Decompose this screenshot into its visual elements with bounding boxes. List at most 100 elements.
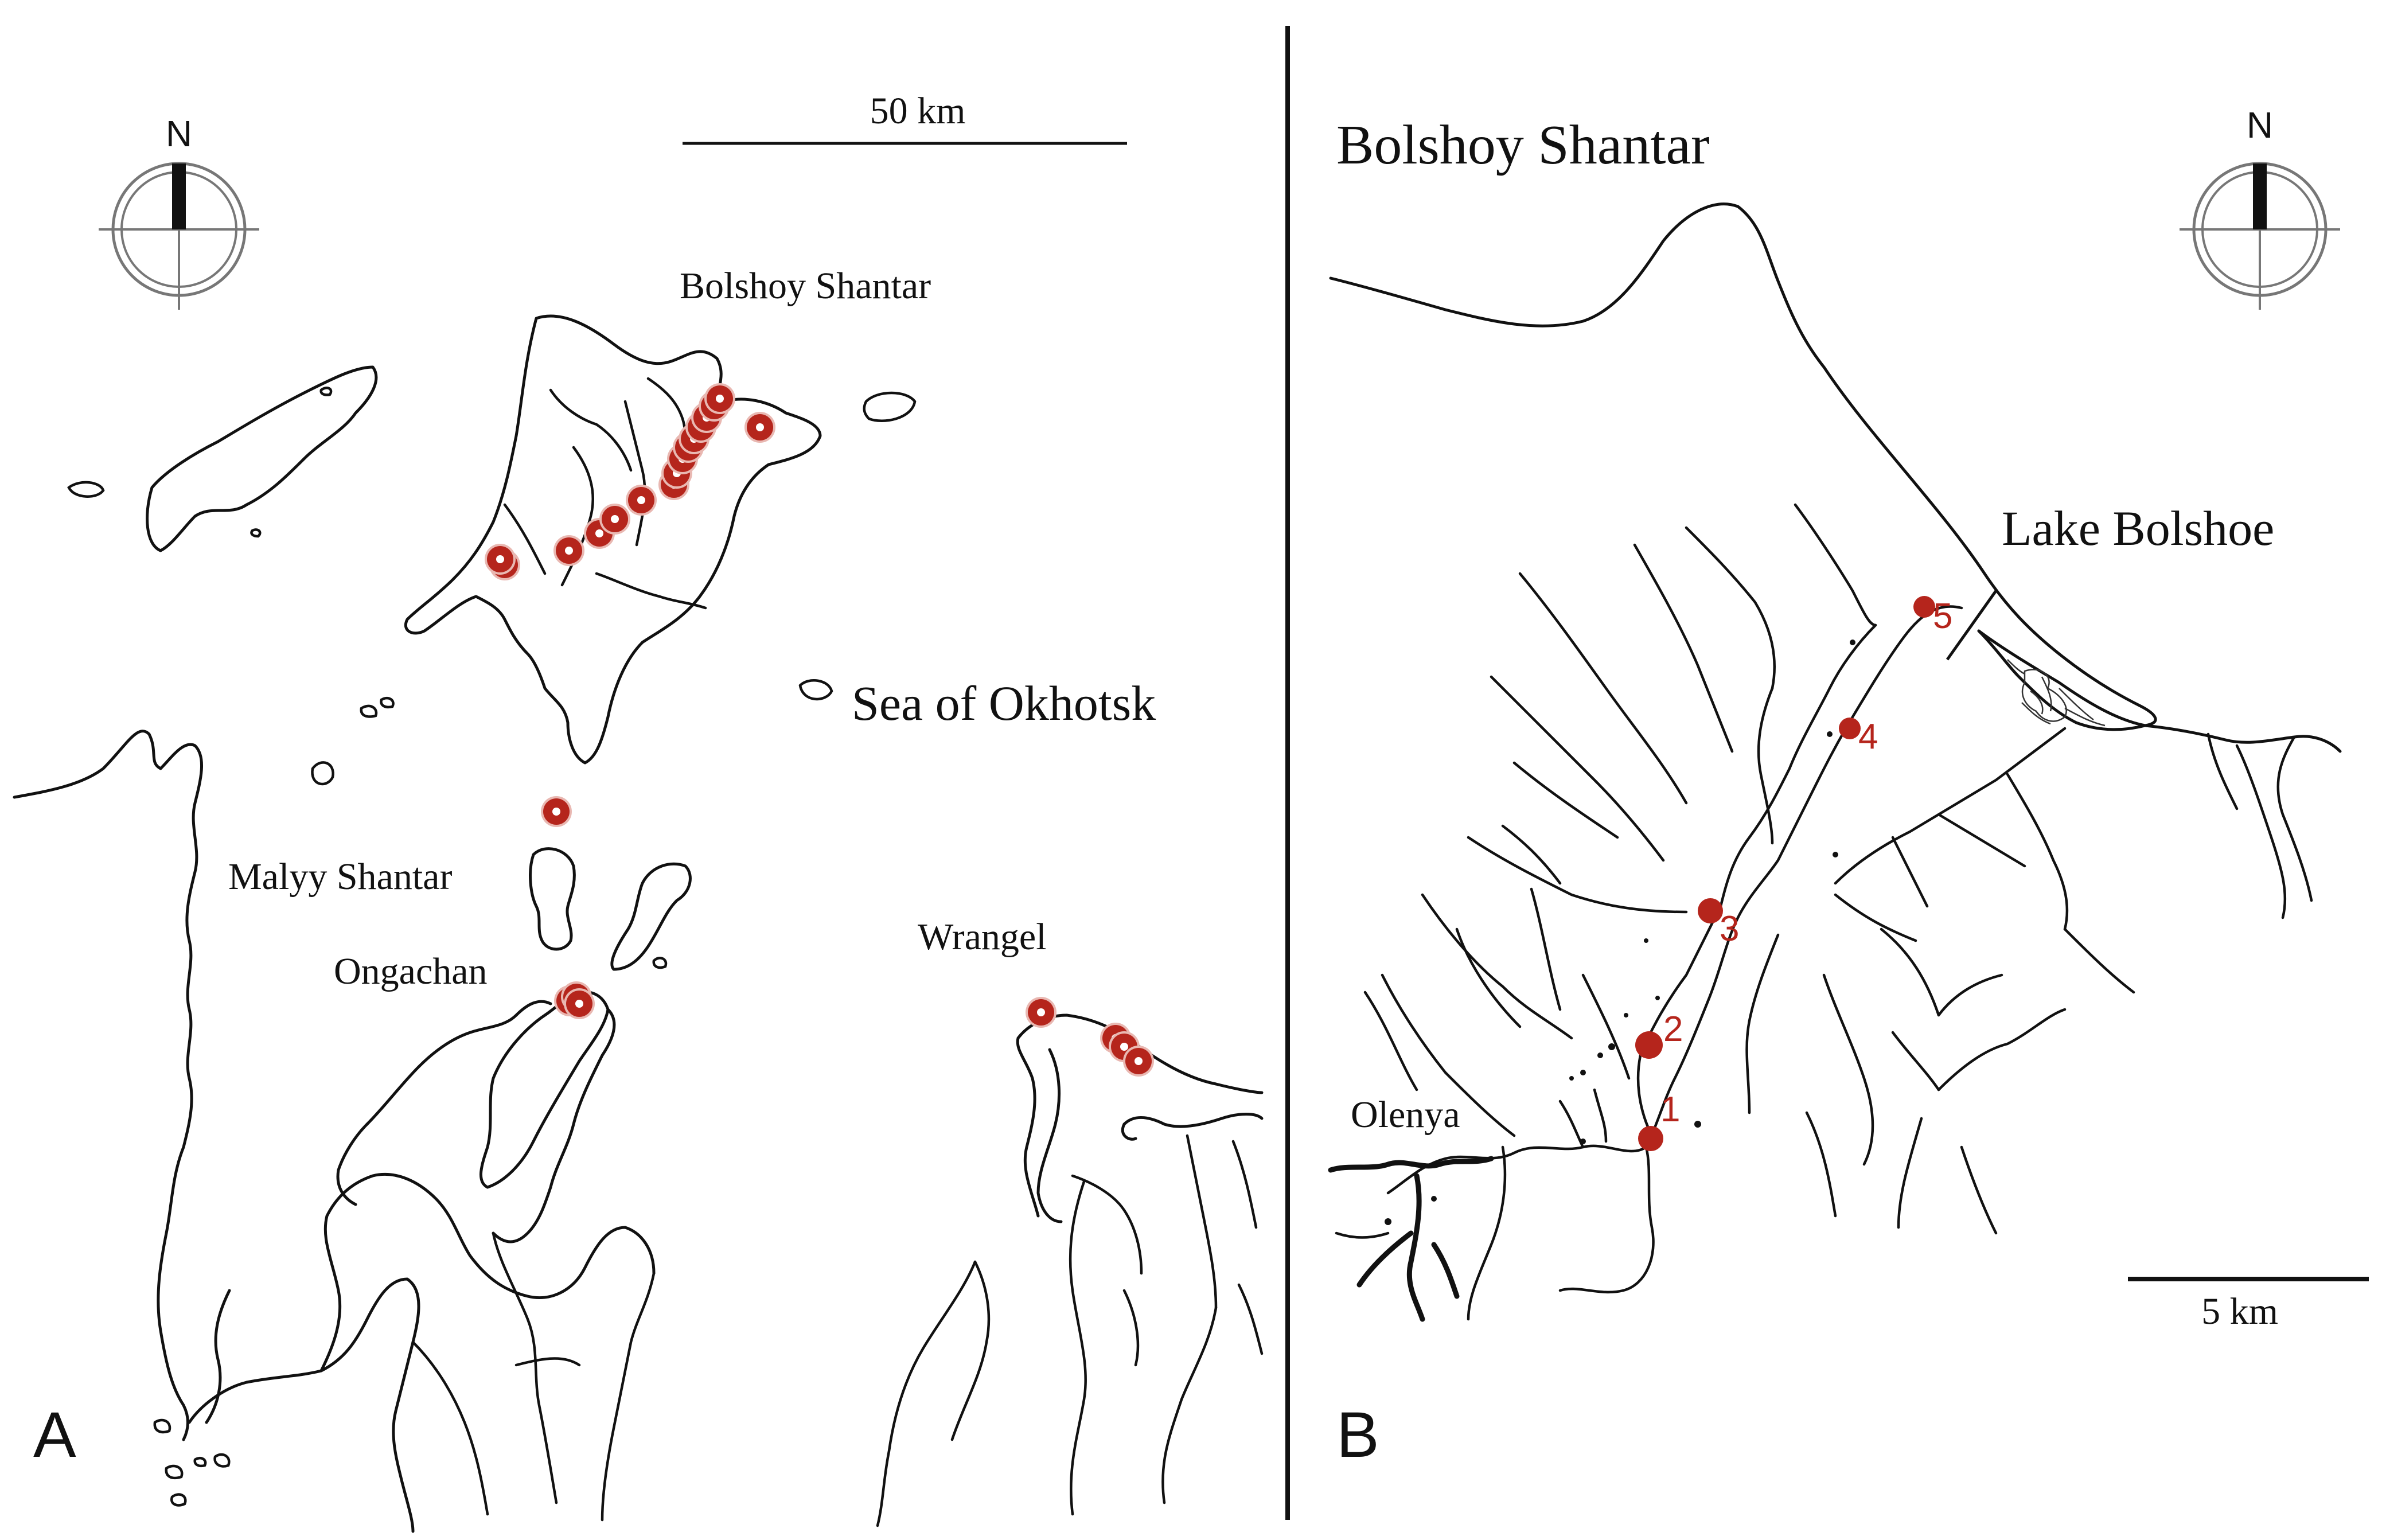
tributary — [1685, 526, 1776, 690]
label-olenya: Olenya — [1351, 1094, 1460, 1136]
olenya-river — [1558, 1100, 1585, 1149]
site-number-label: 5 — [1933, 596, 1952, 636]
scale-bar: 50 km — [683, 90, 1127, 145]
east-river — [2276, 735, 2313, 902]
islet-west — [67, 481, 105, 498]
site-marker-icon — [599, 504, 630, 535]
islet-tiny — [319, 387, 333, 396]
tributary — [2006, 773, 2069, 931]
site-marker-icon — [485, 544, 516, 575]
east-coast — [2143, 724, 2342, 753]
mainland-coast — [205, 1289, 231, 1424]
islet-mid — [311, 761, 334, 786]
tributary — [1891, 836, 1929, 908]
wrangel-coast — [1016, 1036, 1040, 1218]
mainland-coast — [188, 1277, 420, 1533]
scale-label: 5 km — [2201, 1291, 2278, 1332]
tributary — [1518, 572, 1688, 805]
islet-bottom — [165, 1464, 184, 1480]
panel-b-detail-map: Bolshoy Shantar N Lake Bolshoe — [1328, 104, 2369, 1471]
panel-letter-b: B — [1336, 1399, 1379, 1471]
scale-label: 50 km — [870, 90, 966, 132]
mainland-coast — [365, 1000, 552, 1126]
panel-letter-a: A — [33, 1399, 76, 1471]
site-marker-icon — [1698, 898, 1723, 923]
ongachan-coast — [479, 991, 610, 1189]
site-marker-icon — [626, 485, 657, 516]
mainland-coast — [492, 1008, 616, 1243]
tributary — [1633, 543, 1734, 753]
site-marker-icon — [744, 412, 775, 443]
tributary — [1581, 973, 1631, 1080]
site-marker-icon — [1913, 596, 1935, 618]
olenya-river — [1386, 1144, 1648, 1195]
tributary — [1937, 1008, 2067, 1091]
site-marker-icon — [564, 988, 595, 1019]
tributary — [1363, 991, 1418, 1091]
site-number-label: 2 — [1663, 1009, 1683, 1049]
tributary — [1421, 893, 1573, 1040]
site-marker-icon — [1635, 1031, 1663, 1059]
islet-small — [250, 528, 262, 538]
tributary — [1467, 836, 1688, 914]
panel-a-overview-map: N 50 km — [13, 90, 1264, 1533]
lake-bolshoe-detail — [2007, 659, 2106, 727]
bolshoy-shantar-river — [549, 388, 633, 472]
tributary — [1794, 503, 1877, 627]
tributary — [1381, 973, 1516, 1137]
wrangel-river — [1186, 1134, 1218, 1309]
olenya-river-main — [1406, 1173, 1425, 1322]
bolshoy-shantar-river — [595, 572, 707, 610]
tributary — [2063, 927, 2135, 994]
olenya-river-main — [1431, 1242, 1460, 1299]
islet-bottom — [213, 1453, 231, 1468]
olenya-river — [1593, 1088, 1608, 1143]
site-marker-icon — [1026, 997, 1056, 1028]
east-river — [2206, 732, 2239, 810]
bolshoy-shantar-river — [623, 400, 646, 547]
feklistova-island-coast — [146, 365, 378, 552]
wrangel-river — [1122, 1289, 1140, 1367]
wrangel-coast — [1122, 1113, 1264, 1128]
tributary — [1937, 973, 2003, 1017]
site-number-label: 3 — [1720, 909, 1739, 949]
olenya-river-main — [1356, 1230, 1414, 1288]
tributary — [1880, 927, 1940, 1017]
peninsula-coast — [1329, 202, 2157, 727]
tributary — [1834, 893, 1917, 942]
site-marker-icon — [704, 383, 735, 414]
north-arrow-icon: N — [2180, 104, 2340, 310]
islet-mid — [360, 704, 378, 718]
tributary — [1805, 1111, 1837, 1218]
east-river — [2235, 744, 2287, 919]
olenya-river — [1558, 1145, 1655, 1294]
label-wrangel: Wrangel — [918, 916, 1047, 958]
tributary — [1834, 727, 2067, 885]
olenya-river — [1335, 1231, 1390, 1239]
bolshoy-shantar-river — [503, 503, 547, 575]
lake-pointer — [1946, 590, 1998, 661]
site-marker-icon — [1839, 718, 1861, 739]
tributary — [1757, 687, 1774, 845]
label-lake-bolshoe: Lake Bolshoe — [2002, 501, 2274, 556]
islet-sea — [798, 679, 833, 701]
wrangel-river — [1237, 1283, 1264, 1355]
tributary — [1745, 933, 1780, 1114]
tributary — [1960, 1145, 1998, 1235]
site-number-label: 1 — [1660, 1090, 1680, 1129]
tributary — [1897, 1117, 1923, 1229]
islet-east — [863, 391, 917, 422]
north-label: N — [166, 113, 192, 154]
mainland-river — [492, 1231, 558, 1504]
wrangel-coast — [1036, 1048, 1063, 1223]
site-marker-icon — [1638, 1126, 1663, 1151]
north-arrow-icon: N — [99, 113, 259, 310]
tributary — [1490, 675, 1665, 862]
islet-ongachan — [652, 957, 668, 969]
ongachan-islet — [610, 862, 692, 971]
mainland-river — [514, 1357, 581, 1367]
main-river — [1644, 605, 1963, 1149]
scale-bar: 5 km — [2128, 1277, 2369, 1332]
